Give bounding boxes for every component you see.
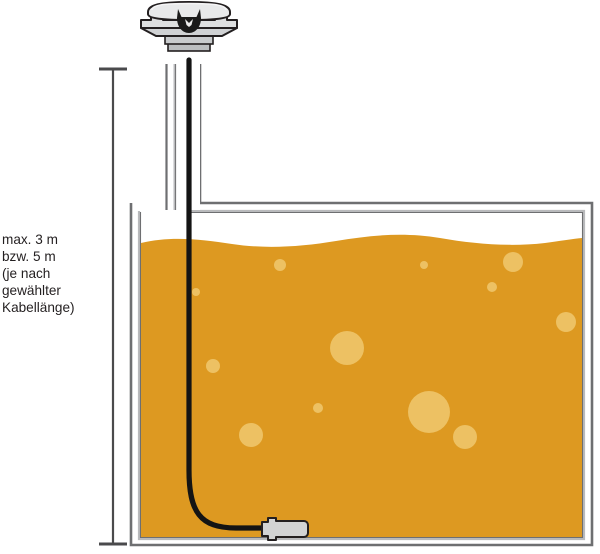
bubble [239,423,263,447]
sensor-top-cap [147,1,231,21]
bubble [503,252,523,272]
bubble [330,331,364,365]
bubble [420,261,428,269]
dimension-line [99,67,127,546]
dimension-label: max. 3 m bzw. 5 m (je nach gewählter Kab… [2,232,75,316]
liquid-body [141,234,582,537]
fox-head-logo-snout [185,19,193,27]
bubble [313,403,323,413]
bubble [408,391,450,433]
bubble [192,288,200,296]
riser-interior [165,64,200,210]
cable-probe [261,517,309,541]
liquid-fill [141,234,582,537]
fox-head-logo [177,9,201,33]
bubble [487,282,497,292]
sensor-cap-highlight [151,2,227,11]
riser-standpipe [165,64,200,210]
sensor-head [140,1,238,52]
liquid-bubbles [192,252,576,449]
bubble [556,312,576,332]
probe-body [261,517,309,541]
bubble [274,259,286,271]
bubble [453,425,477,449]
sensor-cable [186,57,269,531]
bubble [206,359,220,373]
